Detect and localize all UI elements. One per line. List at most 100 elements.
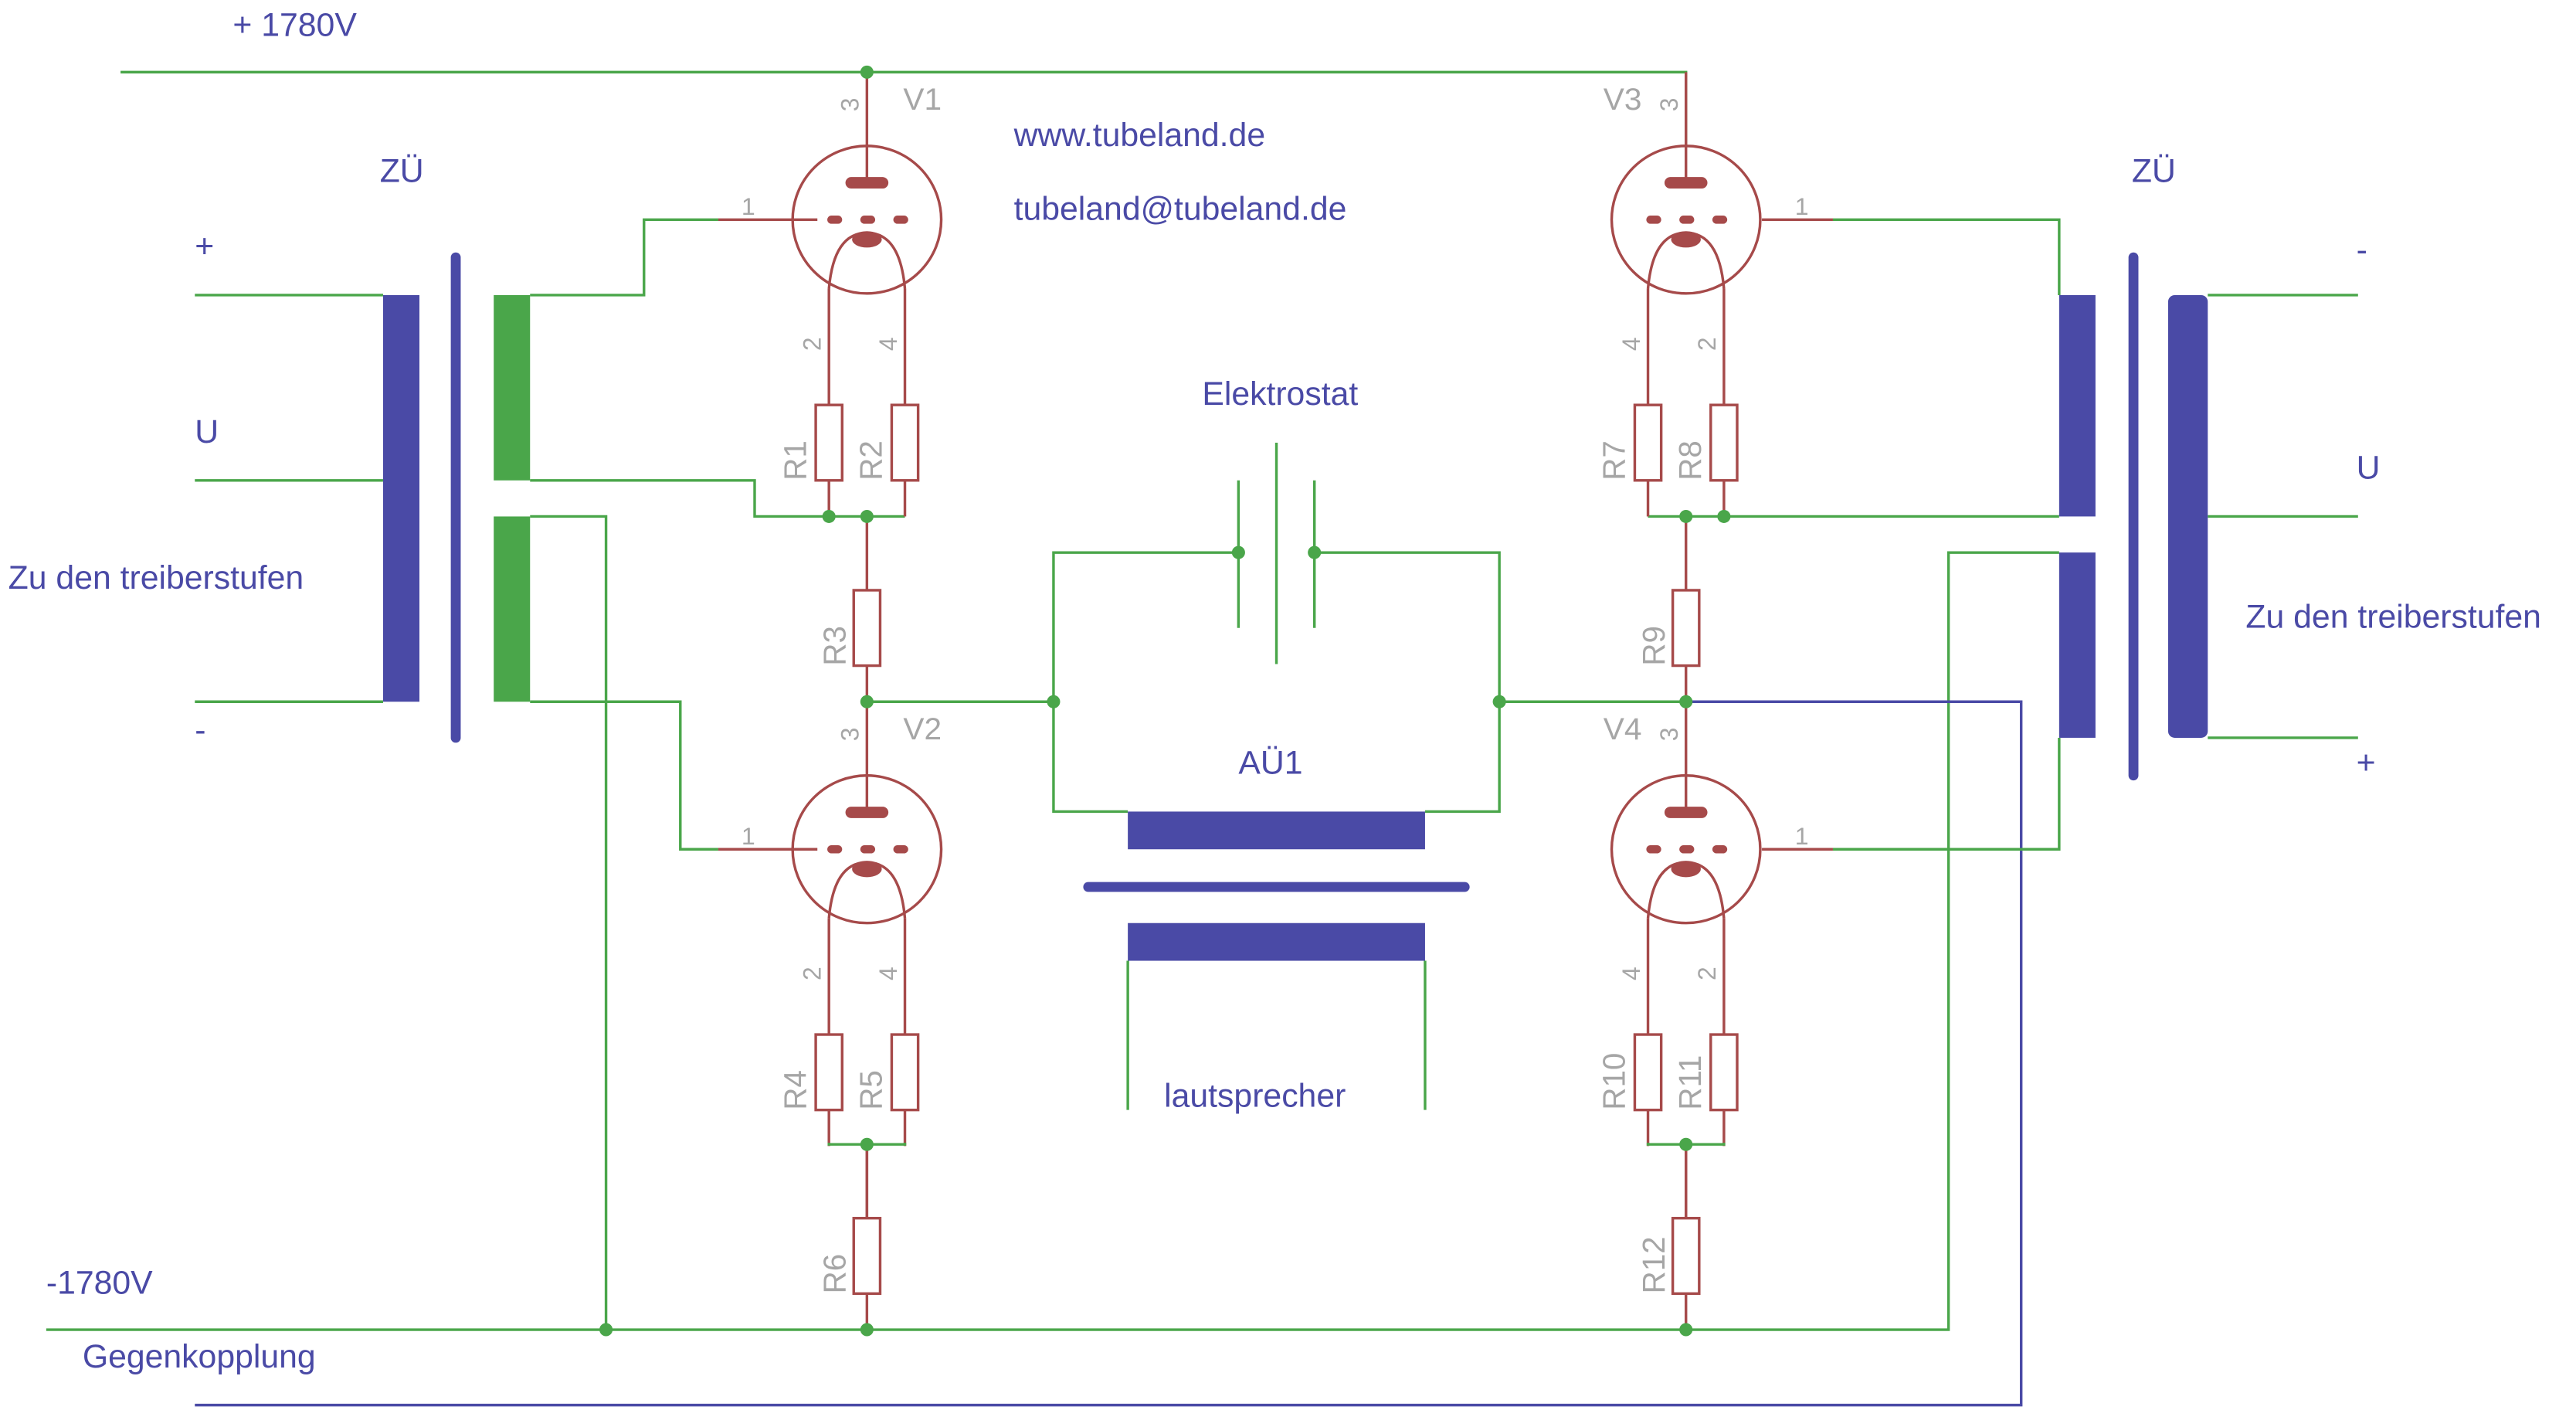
left-plus-label: + — [195, 228, 214, 265]
grid-dash — [827, 216, 843, 224]
junction-dot — [1492, 695, 1506, 708]
output-transformer-label: AÜ1 — [1238, 745, 1302, 782]
minus-supply-label: -1780V — [46, 1264, 153, 1301]
junction-dot — [1679, 509, 1693, 523]
resistor-label: R2 — [853, 440, 888, 481]
left-transformer-secondary-bottom — [494, 516, 531, 702]
right-transformer-secondary — [2167, 294, 2208, 738]
anode-plate — [845, 807, 889, 818]
resistor-r9: R9 — [1636, 516, 1701, 702]
output-transformer-primary — [1128, 811, 1425, 850]
pin-label: 3 — [837, 727, 864, 741]
resistor-label: R7 — [1596, 440, 1631, 481]
grid-dash — [1646, 216, 1661, 224]
resistor-label: R1 — [777, 440, 813, 481]
wire-v2-grid — [530, 700, 718, 851]
cathode — [852, 231, 882, 248]
pin-label: 1 — [1795, 192, 1809, 220]
pin-label: 2 — [798, 967, 826, 980]
resistor-body — [1633, 403, 1663, 482]
junctions — [599, 65, 1731, 1337]
resistor-r11: R11 — [1672, 1033, 1739, 1147]
resistor-label: R5 — [853, 1070, 888, 1110]
resistor-label: R3 — [816, 626, 852, 666]
anode-plate — [845, 177, 889, 189]
grid-dash — [860, 844, 876, 854]
resistor-body — [852, 1217, 882, 1296]
left-caption: Zu den treiberstufen — [8, 559, 304, 596]
pin-label: 1 — [742, 822, 755, 850]
grid-dash — [827, 844, 843, 854]
pin-label: 2 — [1693, 337, 1721, 351]
resistor-label: R10 — [1596, 1053, 1631, 1110]
pin-label: 4 — [1617, 337, 1645, 351]
resistor-r1: R1 — [777, 403, 843, 517]
resistor-r6: R6 — [816, 1144, 882, 1330]
grid-dash — [1712, 216, 1728, 224]
resistor-body — [890, 1033, 920, 1112]
junction-dot — [1679, 695, 1693, 708]
right-caption: Zu den treiberstufen — [2245, 599, 2540, 636]
resistor-r5: R5 — [853, 1033, 920, 1147]
wire-left-ct-bottom — [530, 515, 608, 1330]
pin-label: 3 — [1655, 727, 1683, 741]
feedback-line — [195, 700, 2023, 1407]
email-text: tubeland@tubeland.de — [1014, 191, 1347, 228]
right-u-label: U — [2357, 450, 2381, 487]
wire-v1-grid — [530, 218, 718, 297]
tube-label: V2 — [903, 711, 942, 746]
right-plus-label: + — [2357, 745, 2376, 782]
grid-dash — [1646, 844, 1661, 854]
resistor-label: R4 — [777, 1070, 813, 1110]
left-u-label: U — [195, 413, 219, 450]
junction-dot — [1717, 509, 1731, 523]
cathode — [1671, 861, 1701, 878]
grid-dash — [1679, 216, 1695, 224]
electrostat-label: Elektrostat — [1202, 375, 1358, 413]
right-transformer-name: ZÜ — [2132, 153, 2176, 190]
resistor-r2: R2 — [853, 403, 920, 517]
wires — [46, 70, 2358, 1407]
resistor-r4: R4 — [777, 1033, 843, 1147]
junction-dot — [1047, 695, 1061, 708]
speaker-label: lautsprecher — [1164, 1078, 1346, 1115]
minus-rail — [46, 551, 2059, 1331]
pin-label: 3 — [1655, 98, 1683, 112]
junction-dot — [1679, 1323, 1693, 1337]
resistor-body — [1633, 1033, 1663, 1112]
tube-label: V1 — [903, 81, 942, 117]
resistor-label: R12 — [1636, 1236, 1672, 1293]
output-transformer-secondary — [1128, 922, 1425, 961]
resistor-body — [852, 589, 882, 668]
wire-left-ct-top — [530, 479, 905, 518]
resistor-body — [1709, 1033, 1739, 1112]
wire-v3-grid — [1832, 218, 2061, 295]
tube-label: V3 — [1604, 81, 1642, 117]
grid-dash — [1679, 844, 1695, 854]
right-minus-label: - — [2357, 232, 2367, 269]
grid-dash — [860, 216, 876, 224]
junction-dot — [860, 1323, 874, 1337]
grid-dash — [893, 844, 908, 854]
resistor-body — [814, 1033, 843, 1112]
resistor-r8: R8 — [1672, 403, 1739, 517]
resistor-r3: R3 — [816, 516, 882, 702]
left-transformer-secondary-top — [494, 294, 531, 481]
junction-dot — [860, 65, 874, 79]
resistor-r7: R7 — [1596, 403, 1663, 517]
junction-dot — [1308, 545, 1322, 559]
resistor-body — [814, 403, 843, 482]
pin-label: 2 — [798, 337, 826, 351]
wire-left-output — [867, 551, 1239, 814]
wire-v4-grid — [1832, 737, 2061, 851]
left-transformer-name: ZÜ — [380, 153, 424, 190]
anode-plate — [1664, 807, 1708, 818]
tube-label: V4 — [1604, 711, 1642, 746]
pin-label: 2 — [1693, 967, 1721, 980]
resistor-body — [890, 403, 920, 482]
resistor-body — [1709, 403, 1739, 482]
